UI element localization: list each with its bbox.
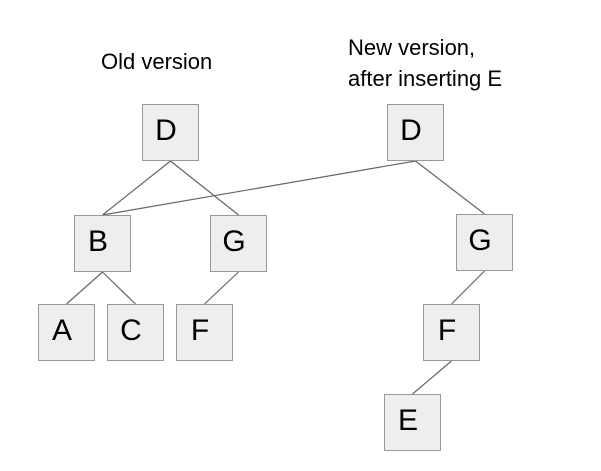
edge-old-B-to-old-C [102, 271, 136, 305]
edge-old-G-to-old-F [204, 271, 239, 305]
tree-node-label: F [437, 314, 457, 347]
edge-old-B-to-old-A [66, 271, 103, 305]
tree-node-label: D [155, 114, 177, 147]
tree-node-label: B [87, 225, 108, 258]
edge-new-D-to-old-B [102, 160, 416, 216]
tree-node-old-B: B [74, 215, 131, 272]
tree-node-label: C [120, 314, 142, 347]
old-version-label: Old version [101, 49, 213, 74]
tree-node-old-F: F [176, 304, 233, 361]
edge-new-F-to-new-E [412, 360, 452, 395]
edge-old-D-to-old-B [102, 160, 171, 216]
tree-node-old-C: C [107, 304, 164, 361]
edge-old-D-to-old-G [170, 160, 239, 216]
tree-node-label: G [222, 225, 246, 258]
tree-node-old-G: G [210, 215, 267, 272]
tree-node-new-G: G [456, 214, 513, 271]
tree-node-new-D: D [387, 104, 444, 161]
tree-node-label: E [397, 404, 418, 437]
tree-node-new-F: F [423, 304, 480, 361]
edge-new-G-to-new-F [451, 270, 485, 305]
tree-node-label: A [51, 314, 72, 347]
new-version-label: New version, after inserting E [348, 35, 503, 91]
tree-node-old-A: A [38, 304, 95, 361]
edge-new-D-to-new-G [415, 160, 485, 215]
tree-node-new-E: E [384, 394, 441, 451]
tree-node-old-D: D [142, 104, 199, 161]
tree-node-label: F [190, 314, 210, 347]
tree-node-label: G [468, 224, 492, 257]
tree-node-label: D [400, 114, 422, 147]
